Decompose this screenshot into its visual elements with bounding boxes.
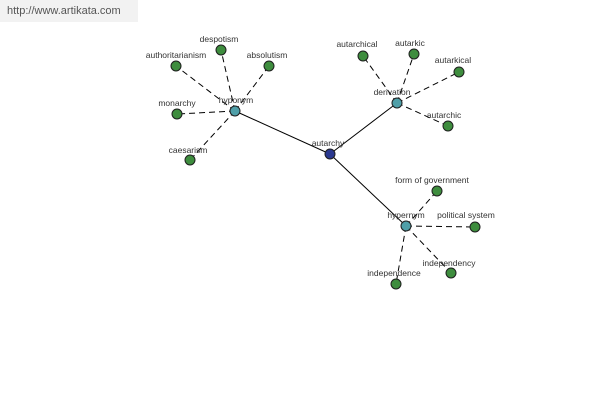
node-autarkical[interactable] bbox=[453, 66, 465, 78]
node-hyponym[interactable] bbox=[229, 105, 241, 117]
edge-hypernym-form-of-government bbox=[405, 190, 438, 227]
edge-autarchy-hypernym bbox=[329, 153, 407, 227]
edge-autarchy-hyponym bbox=[234, 110, 331, 155]
edge-autarchy-derivation bbox=[329, 102, 398, 155]
node-label-independency[interactable]: independency bbox=[423, 258, 477, 268]
edge-hyponym-authoritarianism bbox=[175, 65, 236, 112]
node-label-form-of-government[interactable]: form of government bbox=[395, 175, 469, 185]
node-hypernym[interactable] bbox=[400, 220, 412, 232]
node-monarchy[interactable] bbox=[171, 108, 183, 120]
node-label-autarkical[interactable]: autarkical bbox=[435, 55, 471, 65]
node-label-despotism[interactable]: despotism bbox=[200, 34, 239, 44]
node-label-caesarism[interactable]: caesarism bbox=[169, 145, 208, 155]
node-caesarism[interactable] bbox=[184, 154, 196, 166]
edge-derivation-autarkic bbox=[396, 53, 415, 104]
edge-hyponym-despotism bbox=[220, 49, 236, 112]
node-label-authoritarianism[interactable]: authoritarianism bbox=[146, 50, 206, 60]
node-label-autarchic[interactable]: autarchic bbox=[427, 110, 462, 120]
node-label-autarkic[interactable]: autarkic bbox=[395, 38, 426, 48]
node-label-hyponym[interactable]: hyponym bbox=[219, 95, 254, 105]
edge-layer bbox=[175, 49, 476, 285]
label-layer: autarchy hyponym derivation hypernym authori… bbox=[146, 34, 495, 278]
edge-derivation-autarkical bbox=[396, 71, 460, 104]
edge-hyponym-monarchy bbox=[176, 110, 236, 115]
node-label-derivation[interactable]: derivation bbox=[374, 87, 411, 97]
node-autarchical[interactable] bbox=[357, 50, 369, 62]
node-autarchic[interactable] bbox=[442, 120, 454, 132]
node-form-of-government[interactable] bbox=[431, 185, 443, 197]
node-absolutism[interactable] bbox=[263, 60, 275, 72]
node-derivation[interactable] bbox=[391, 97, 403, 109]
edge-hypernym-independency bbox=[405, 225, 452, 274]
node-label-hypernym[interactable]: hypernym bbox=[387, 210, 424, 220]
node-label-political-system[interactable]: political system bbox=[437, 210, 495, 220]
node-despotism[interactable] bbox=[215, 44, 227, 56]
node-independence[interactable] bbox=[390, 278, 402, 290]
node-authoritarianism[interactable] bbox=[170, 60, 182, 72]
node-label-autarchy[interactable]: autarchy bbox=[312, 138, 345, 148]
node-label-autarchical[interactable]: autarchical bbox=[336, 39, 377, 49]
node-autarchy[interactable] bbox=[324, 148, 336, 160]
node-layer bbox=[170, 44, 481, 290]
watermark-url: http://www.artikata.com bbox=[0, 0, 138, 22]
edge-hypernym-political-system bbox=[405, 225, 476, 228]
node-label-monarchy[interactable]: monarchy bbox=[158, 98, 196, 108]
node-autarkic[interactable] bbox=[408, 48, 420, 60]
edge-hyponym-caesarism bbox=[189, 110, 236, 161]
node-label-absolutism[interactable]: absolutism bbox=[247, 50, 288, 60]
node-independency[interactable] bbox=[445, 267, 457, 279]
node-political-system[interactable] bbox=[469, 221, 481, 233]
node-label-independence[interactable]: independence bbox=[367, 268, 421, 278]
